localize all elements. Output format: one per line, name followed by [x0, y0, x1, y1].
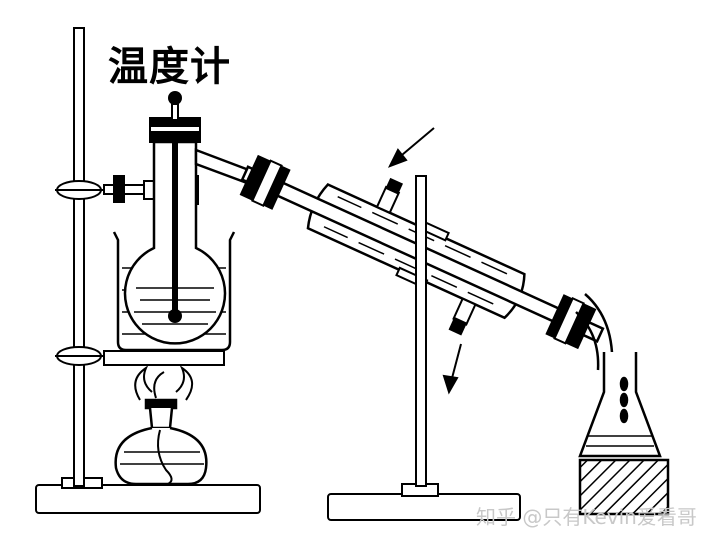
thermometer	[168, 91, 182, 323]
thermometer-label: 温度计	[108, 44, 231, 90]
left-stand-base	[35, 484, 261, 514]
alcohol-burner	[114, 365, 208, 486]
flask-stopper	[149, 117, 201, 143]
receiving-flask	[578, 352, 662, 458]
left-stand-rod	[73, 27, 85, 487]
left-iron-stand	[35, 27, 261, 514]
water-flow-arrows	[387, 127, 462, 395]
right-iron-stand	[327, 175, 521, 521]
right-stand-rod	[415, 175, 427, 487]
wooden-block	[578, 458, 670, 516]
watermark-text: 知乎 @只有Kevin爱看哥	[476, 505, 697, 529]
